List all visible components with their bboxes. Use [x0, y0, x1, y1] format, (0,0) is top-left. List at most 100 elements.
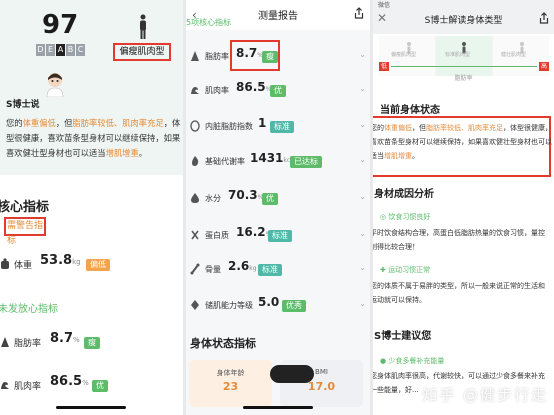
chevron-down-icon[interactable]: ⌄ [359, 155, 366, 164]
weight-metric[interactable]: 体重 53.8kg 偏低 [0, 253, 183, 277]
metric-row-bmr[interactable]: 基础代谢率 1431kcal 已达标 ⌄ [186, 145, 370, 179]
doctor-says-title: S博士说 [6, 100, 40, 110]
metric-row-water[interactable]: 水分 70.3% 优 ⌄ [186, 182, 370, 216]
share-icon[interactable] [539, 12, 549, 24]
body-age-card[interactable]: 身体年龄 23 [189, 360, 272, 407]
core-metrics-title: 核心指标 [0, 200, 50, 215]
row-value: 1 [258, 116, 267, 130]
grade-b: B [66, 44, 75, 56]
page-title: 测量报告 [258, 11, 298, 22]
report-panel: ‹ 5项核心指标 测量报告 脂肪率 8.7% 瘦 ⌄ 肌肉率 86.5% 优 ⌄… [186, 0, 370, 415]
home-indicator[interactable] [56, 406, 126, 409]
muscle-status-badge: 优 [92, 380, 108, 392]
chevron-down-icon[interactable]: ⌄ [359, 120, 366, 129]
row-status-badge: 优 [262, 193, 278, 205]
chevron-down-icon[interactable]: ⌄ [359, 299, 366, 308]
current-state-title: 当前身体状态 [380, 105, 440, 116]
row-status-badge: 标准 [270, 121, 294, 133]
flame-icon [192, 156, 199, 166]
row-value: 5.0 [258, 295, 280, 309]
row-label: 储肌能力等级 [205, 301, 253, 310]
interpretation-header: 微信 ✕ S博士解读身体类型 [373, 0, 554, 34]
bone-icon [190, 263, 200, 275]
grade-e: E [46, 44, 55, 56]
muscle-icon [1, 382, 9, 389]
type-label: 标准肌肉型 [445, 52, 471, 58]
type-label: 健壮肌肉型 [501, 52, 527, 58]
fat-metric[interactable]: 脂肪率 8.7% 瘦 [0, 331, 183, 355]
grade-a: A [56, 44, 65, 56]
cause-item-diet: ◎ 饮食习惯良好 [380, 213, 431, 221]
low-marker: 低 [379, 62, 389, 71]
row-label: 肌肉率 [205, 86, 229, 95]
row-label: 内脏脂肪指数 [205, 122, 253, 131]
status-bar-app: 微信 [378, 2, 391, 9]
cause-analysis-title: 身材成因分析 [374, 189, 434, 200]
page-title: S博士解读身体类型 [424, 16, 503, 26]
row-label: 蛋白质 [205, 231, 229, 240]
metric-row-muscle-storage[interactable]: 储肌能力等级 5.0 优秀 ⌄ [186, 289, 370, 323]
release-metrics-title: 未发放心指标 [0, 304, 58, 315]
row-value: 16.2% [236, 225, 271, 239]
back-icon[interactable]: ‹ [192, 8, 197, 22]
bmi-value: 17.0 [307, 380, 336, 393]
chevron-down-icon[interactable]: ⌄ [359, 50, 366, 59]
metric-row-visceral[interactable]: 内脏脂肪指数 1 标准 ⌄ [186, 110, 370, 144]
water-drop-icon [191, 193, 199, 203]
row-value: 86.5% [236, 80, 272, 94]
fat-label: 脂肪率 [14, 339, 42, 349]
weight-icon [1, 258, 9, 269]
visceral-fat-icon [190, 120, 200, 132]
body-type-interpretation-panel: 微信 ✕ S博士解读身体类型 偏瘦肌肉型 标准肌肉型 健壮肌肉型 低 高 脂肪率… [373, 0, 554, 415]
body-age-label: 身体年龄 [216, 369, 245, 377]
home-indicator[interactable] [243, 406, 313, 409]
row-label: 骨量 [205, 265, 221, 274]
close-icon[interactable]: ✕ [377, 11, 388, 25]
chevron-down-icon[interactable]: ⌄ [359, 192, 366, 201]
body-figure-icon [140, 14, 146, 39]
body-type-label: 偏瘦肌肉型 [113, 43, 171, 61]
muscle-icon [191, 87, 199, 94]
metric-row-bone[interactable]: 骨量 2.6kg 标准 ⌄ [186, 253, 370, 287]
metric-row-protein[interactable]: 蛋白质 16.2% 标准 ⌄ [186, 219, 370, 253]
metric-row-muscle[interactable]: 肌肉率 86.5% 优 ⌄ [186, 74, 370, 108]
fat-value: 8.7% [50, 331, 80, 346]
grade-scale: D E A B C [36, 44, 85, 56]
row-label: 基础代谢率 [205, 157, 245, 166]
muscle-metric[interactable]: 肌肉率 86.5% 优 [0, 374, 183, 398]
suggestion-title: S博士建议您 [374, 331, 432, 342]
weight-status-badge: 偏低 [86, 259, 110, 271]
grade-c: C [76, 44, 85, 56]
share-icon[interactable] [354, 7, 364, 19]
diamond-icon [191, 300, 199, 310]
warning-metrics-label: 需警告指标 [4, 217, 46, 246]
row-label: 脂肪率 [205, 52, 229, 61]
chevron-down-icon[interactable]: ⌄ [359, 84, 366, 93]
fat-icon [191, 51, 199, 61]
muscle-value: 86.5% [50, 374, 89, 389]
doctor-says-text: 您的体重偏低，但脂肪率较低、肌肉率充足，体型很健康，喜欢苗条型身材可以继续保持，… [6, 118, 181, 158]
fat-scale: 低 高 [379, 62, 549, 71]
body-score: 97 [42, 10, 79, 40]
cause-item-exercise: ✚ 运动习惯正常 [380, 266, 431, 274]
row-value: 70.3% [228, 188, 264, 202]
row-status-badge: 标准 [268, 230, 292, 242]
fat-icon [1, 337, 9, 347]
protein-icon [191, 230, 199, 240]
weight-label: 体重 [14, 261, 33, 271]
row-value: 2.6kg [228, 259, 257, 273]
doctor-avatar-icon [46, 73, 64, 97]
floating-pill[interactable] [270, 365, 314, 383]
chevron-down-icon[interactable]: ⌄ [359, 263, 366, 272]
body-state-title: 身体状态指标 [190, 337, 256, 350]
row-label: 水分 [205, 194, 221, 203]
section-cut-label: 5项核心指标 [186, 18, 232, 27]
body-age-value: 23 [222, 380, 239, 393]
chevron-down-icon[interactable]: ⌄ [359, 229, 366, 238]
summary-header [0, 0, 183, 175]
body-summary-panel: 97 D E A B C 偏瘦肌肉型 S博士说 您的体重偏低，但脂肪率较低、肌肉… [0, 0, 183, 415]
metric-row-fat[interactable]: 脂肪率 8.7% 瘦 ⌄ [186, 40, 370, 74]
scale-line [391, 66, 537, 67]
highlight-frame [230, 40, 280, 71]
high-marker: 高 [539, 62, 549, 71]
